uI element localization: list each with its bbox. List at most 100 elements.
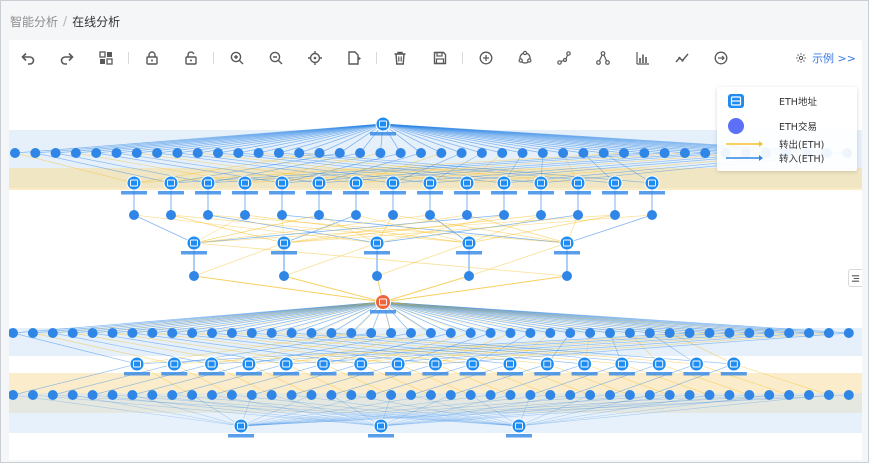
graph-edge xyxy=(382,301,829,336)
transaction-node xyxy=(277,210,287,220)
graph-edge xyxy=(382,123,442,154)
address-node xyxy=(533,175,549,191)
breadcrumb-parent[interactable]: 智能分析 xyxy=(10,14,59,29)
address-node-label xyxy=(491,191,517,195)
fit-icon xyxy=(348,51,361,65)
transaction-node xyxy=(388,210,398,220)
save-button[interactable] xyxy=(430,48,450,68)
address-node xyxy=(644,175,660,191)
path-button[interactable] xyxy=(554,48,574,68)
transaction-node xyxy=(585,328,596,338)
address-node-glyph xyxy=(280,239,288,247)
tree-button[interactable] xyxy=(593,48,613,68)
transaction-node xyxy=(127,328,138,338)
transaction-node xyxy=(87,328,98,338)
address-node-glyph xyxy=(394,360,403,368)
transaction-node xyxy=(684,390,695,400)
menu-icon xyxy=(851,274,860,282)
transaction-node xyxy=(187,328,198,338)
bar-chart-button[interactable] xyxy=(633,48,653,68)
transaction-node xyxy=(704,328,715,338)
transaction-node xyxy=(167,328,178,338)
address-node xyxy=(614,356,630,372)
delete-button[interactable] xyxy=(390,48,410,68)
graph-edge xyxy=(649,332,697,365)
graph-edge xyxy=(318,214,378,244)
graph-edge xyxy=(193,214,505,244)
legend-out: 转出(ETH) xyxy=(717,136,857,152)
timeline-button[interactable] xyxy=(711,48,731,68)
graph-edge xyxy=(240,394,431,427)
address-node-label xyxy=(271,251,297,255)
address-node-label xyxy=(306,191,332,195)
transaction-node xyxy=(91,148,102,158)
graph-edge xyxy=(286,363,352,396)
address-node xyxy=(427,356,443,372)
zoom-out-button[interactable] xyxy=(266,48,286,68)
transaction-node xyxy=(127,390,138,400)
transaction-graph[interactable] xyxy=(9,88,862,460)
graph-edge xyxy=(240,394,491,427)
graph-edge xyxy=(382,301,511,334)
address-node-label xyxy=(370,310,396,314)
transaction-node xyxy=(843,328,854,338)
add-button[interactable] xyxy=(476,48,496,68)
address-node-glyph xyxy=(241,179,249,187)
transaction-node xyxy=(273,148,284,158)
legend-out-label: 转出(ETH) xyxy=(779,140,825,151)
graph-edge xyxy=(376,214,505,244)
transaction-node xyxy=(804,390,814,400)
toolbar-separator xyxy=(376,52,377,64)
legend: ETH地址 ETH交易 转出(ETH) 转入(ETH) xyxy=(717,87,857,171)
address-node xyxy=(511,418,527,434)
graph-edge xyxy=(193,242,285,277)
graph-edge xyxy=(52,332,212,365)
address-node-glyph xyxy=(465,239,473,247)
legend-transaction: ETH交易 xyxy=(717,118,857,134)
transaction-node xyxy=(545,390,556,400)
layout-button[interactable] xyxy=(96,48,116,68)
graph-canvas[interactable] xyxy=(9,88,862,460)
graph-edge xyxy=(380,394,511,427)
address-node-glyph xyxy=(389,179,397,187)
breadcrumb-separator: / xyxy=(63,14,68,28)
graph-edge xyxy=(172,332,436,365)
graph-edge xyxy=(733,363,830,396)
graph-edge xyxy=(291,363,399,396)
address-node-label xyxy=(565,191,591,195)
graph-edge xyxy=(371,363,473,396)
address-node-glyph xyxy=(130,179,138,187)
undo-button[interactable] xyxy=(18,48,38,68)
address-node-label xyxy=(121,191,147,195)
line-chart-button[interactable] xyxy=(672,48,692,68)
address-node xyxy=(496,175,512,191)
graph-edge xyxy=(351,394,520,427)
address-node xyxy=(390,356,406,372)
unlock-button[interactable] xyxy=(181,48,201,68)
address-node-label xyxy=(720,372,747,376)
example-link[interactable]: 示例 >> xyxy=(795,50,856,66)
address-node-glyph xyxy=(611,179,619,187)
add-icon xyxy=(479,51,493,65)
transaction-node xyxy=(684,328,695,338)
redo-button[interactable] xyxy=(57,48,77,68)
locate-button[interactable] xyxy=(305,48,325,68)
transaction-node xyxy=(406,390,416,400)
transaction-node xyxy=(764,390,775,400)
address-node xyxy=(607,175,623,191)
address-node-glyph xyxy=(515,422,523,430)
graph-edge xyxy=(238,123,384,154)
fit-button[interactable] xyxy=(344,48,364,68)
graph-edge xyxy=(382,301,710,336)
cycle-button[interactable] xyxy=(515,48,535,68)
transaction-node xyxy=(10,148,20,158)
transaction-node xyxy=(107,390,118,400)
transaction-node xyxy=(843,390,854,400)
lock-button[interactable] xyxy=(142,48,162,68)
address-node-glyph xyxy=(278,179,286,187)
address-node-label xyxy=(364,251,390,255)
graph-edge xyxy=(136,363,193,396)
zoom-in-button[interactable] xyxy=(227,48,247,68)
side-panel-toggle[interactable] xyxy=(848,269,862,287)
